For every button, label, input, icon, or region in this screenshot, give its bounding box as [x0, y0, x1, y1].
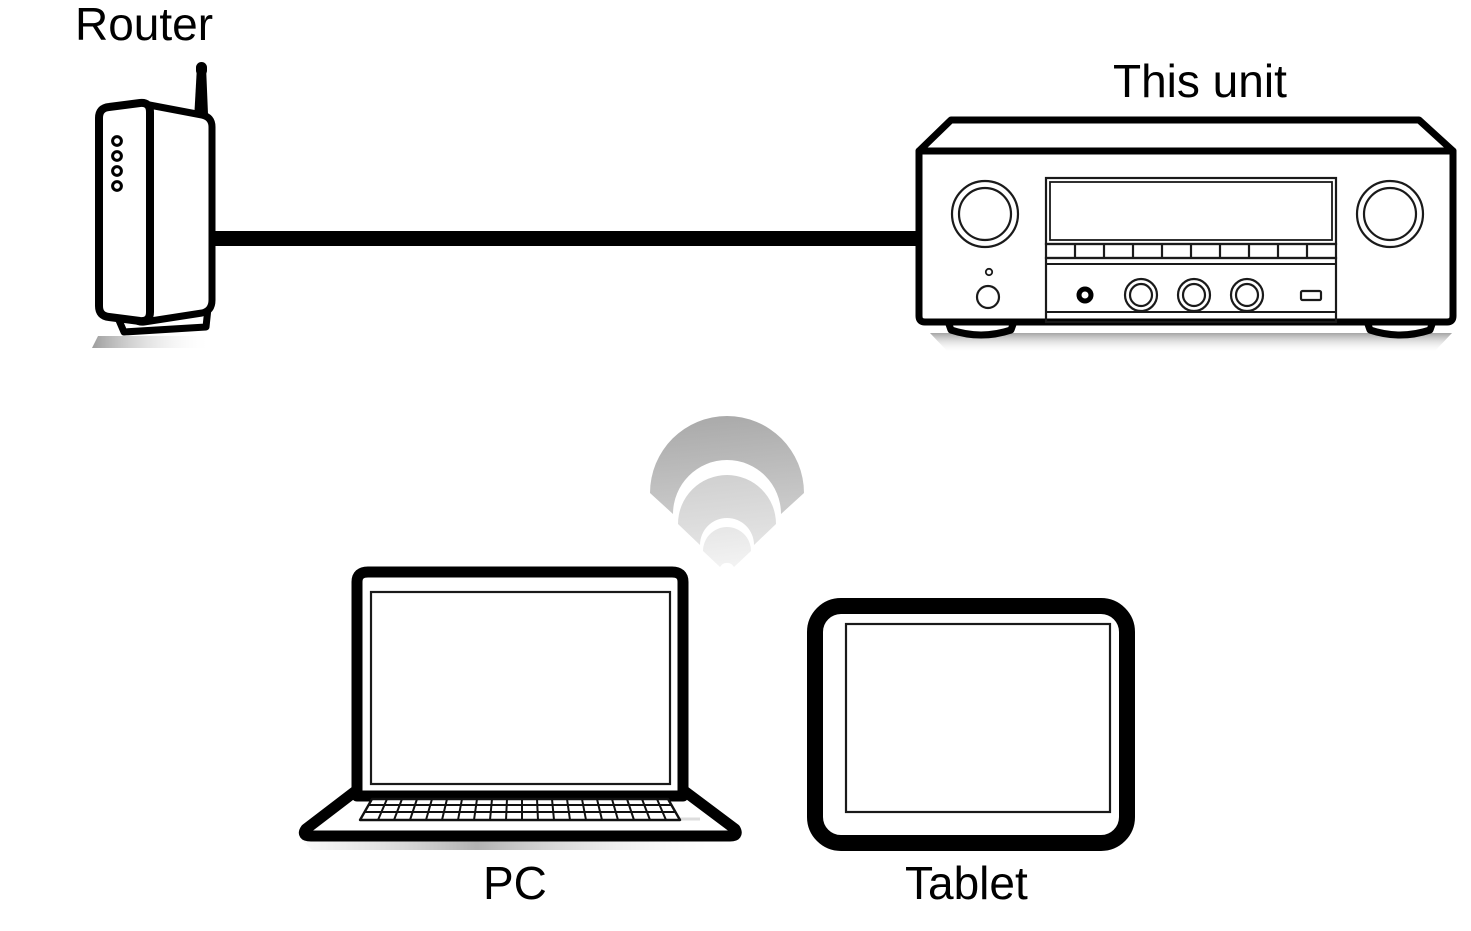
headphone-jack-icon[interactable] [1076, 286, 1094, 304]
tablet-label: Tablet [905, 857, 1028, 909]
control-bay [1044, 256, 1338, 324]
laptop-keyboard[interactable] [358, 797, 682, 822]
tablet-device [807, 598, 1135, 851]
wifi-arc-outer [650, 416, 804, 514]
usb-port-icon[interactable] [1299, 289, 1323, 302]
tablet-screen[interactable] [844, 622, 1112, 814]
wifi-arc-inner [703, 527, 751, 567]
receiver-top-panel [915, 116, 1457, 155]
laptop-lid [351, 566, 689, 802]
laptop-screen[interactable] [369, 590, 672, 786]
router-led-indicators [111, 135, 123, 192]
tablet-body [807, 598, 1135, 851]
pc-label: PC [483, 857, 547, 909]
router-device [92, 62, 216, 348]
power-button[interactable] [975, 284, 1001, 310]
laptop-device [298, 566, 742, 850]
volume-knob-right[interactable] [1355, 179, 1425, 249]
standby-led-icon [984, 267, 994, 277]
router-label: Router [75, 0, 213, 50]
receiver-shadow [930, 333, 1452, 352]
tone-knob-3[interactable] [1229, 277, 1265, 313]
volume-knob-left[interactable] [950, 179, 1020, 249]
router-shadow [92, 336, 212, 348]
av-receiver-device [915, 116, 1457, 352]
wifi-arc-middle [678, 475, 776, 545]
tone-knob-1[interactable] [1123, 277, 1159, 313]
ethernet-cable [196, 231, 922, 246]
this-unit-label: This unit [1113, 55, 1287, 107]
receiver-front-panel [915, 147, 1457, 326]
router-body-side [95, 98, 154, 326]
tone-knob-2[interactable] [1176, 277, 1212, 313]
wifi-signal-icon [650, 416, 804, 567]
